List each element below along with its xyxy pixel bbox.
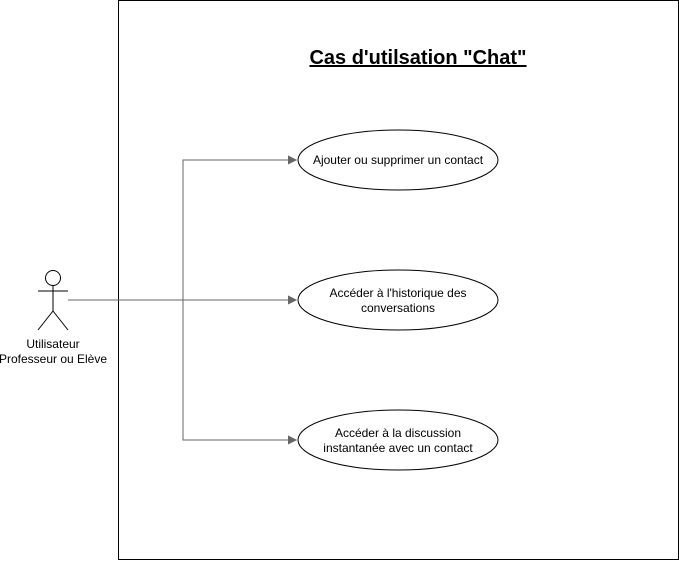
use-case-2-label-line-1: Accéder à l'historique des xyxy=(329,286,466,300)
actor-right-leg xyxy=(52,310,69,331)
use-case-2-label-line-2: conversations xyxy=(361,301,435,315)
use-case-3-label-line-2: instantanée avec un contact xyxy=(323,441,473,455)
use-case-1-label: Ajouter ou supprimer un contact xyxy=(313,153,484,167)
actor-label-line-2: Professeur ou Elève xyxy=(0,352,107,366)
actor-figure[interactable] xyxy=(37,270,69,331)
actor-label-line-1: Utilisateur xyxy=(26,337,79,351)
use-case-instant-discussion[interactable]: Accéder à la discussion instantanée avec… xyxy=(297,409,499,471)
connectors xyxy=(68,160,296,440)
actor-head xyxy=(45,270,61,286)
actor-left-leg xyxy=(37,310,54,331)
use-case-add-remove-contact[interactable]: Ajouter ou supprimer un contact xyxy=(297,129,499,191)
diagram-title: Cas d'utilsation "Chat" xyxy=(309,47,526,69)
use-case-history[interactable]: Accéder à l'historique des conversations xyxy=(297,269,499,331)
use-case-2-ellipse xyxy=(297,269,499,331)
connector-to-use-case-3 xyxy=(68,299,296,440)
use-case-3-label-line-1: Accéder à la discussion xyxy=(335,426,461,440)
use-case-3-ellipse xyxy=(297,409,499,471)
use-case-1-ellipse xyxy=(297,129,499,191)
